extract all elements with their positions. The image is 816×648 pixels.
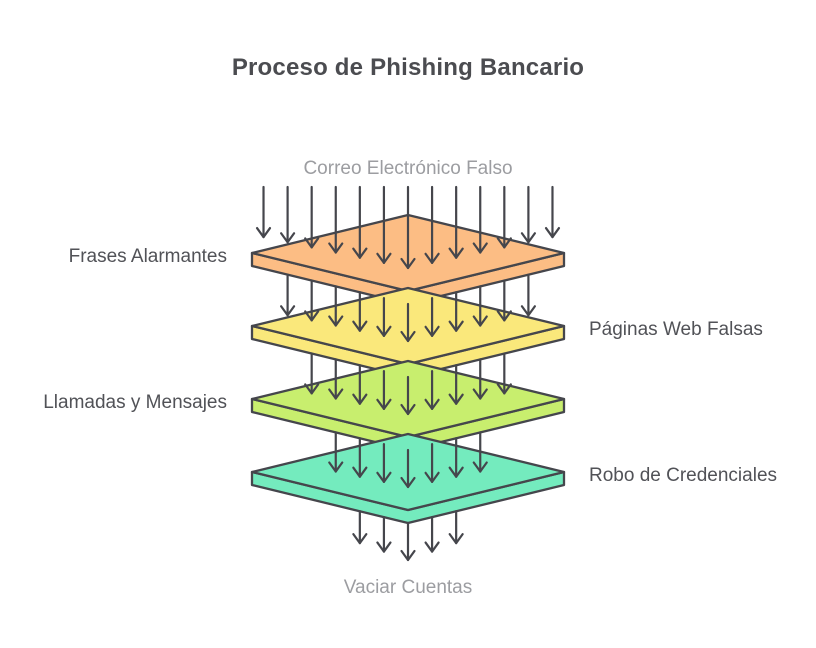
layer-label-paginas-web-falsas: Páginas Web Falsas xyxy=(589,319,763,340)
sink-label: Vaciar Cuentas xyxy=(343,577,473,598)
layer-label-robo-de-credenciales: Robo de Credenciales xyxy=(589,465,778,486)
layer-label-frases-alarmantes: Frases Alarmantes xyxy=(68,246,227,267)
flow-arrows xyxy=(255,185,561,562)
source-label: Correo Electrónico Falso xyxy=(303,158,513,179)
page-title: Proceso de Phishing Bancario xyxy=(231,54,585,81)
layer-label-llamadas-y-mensajes: Llamadas y Mensajes xyxy=(43,392,227,413)
